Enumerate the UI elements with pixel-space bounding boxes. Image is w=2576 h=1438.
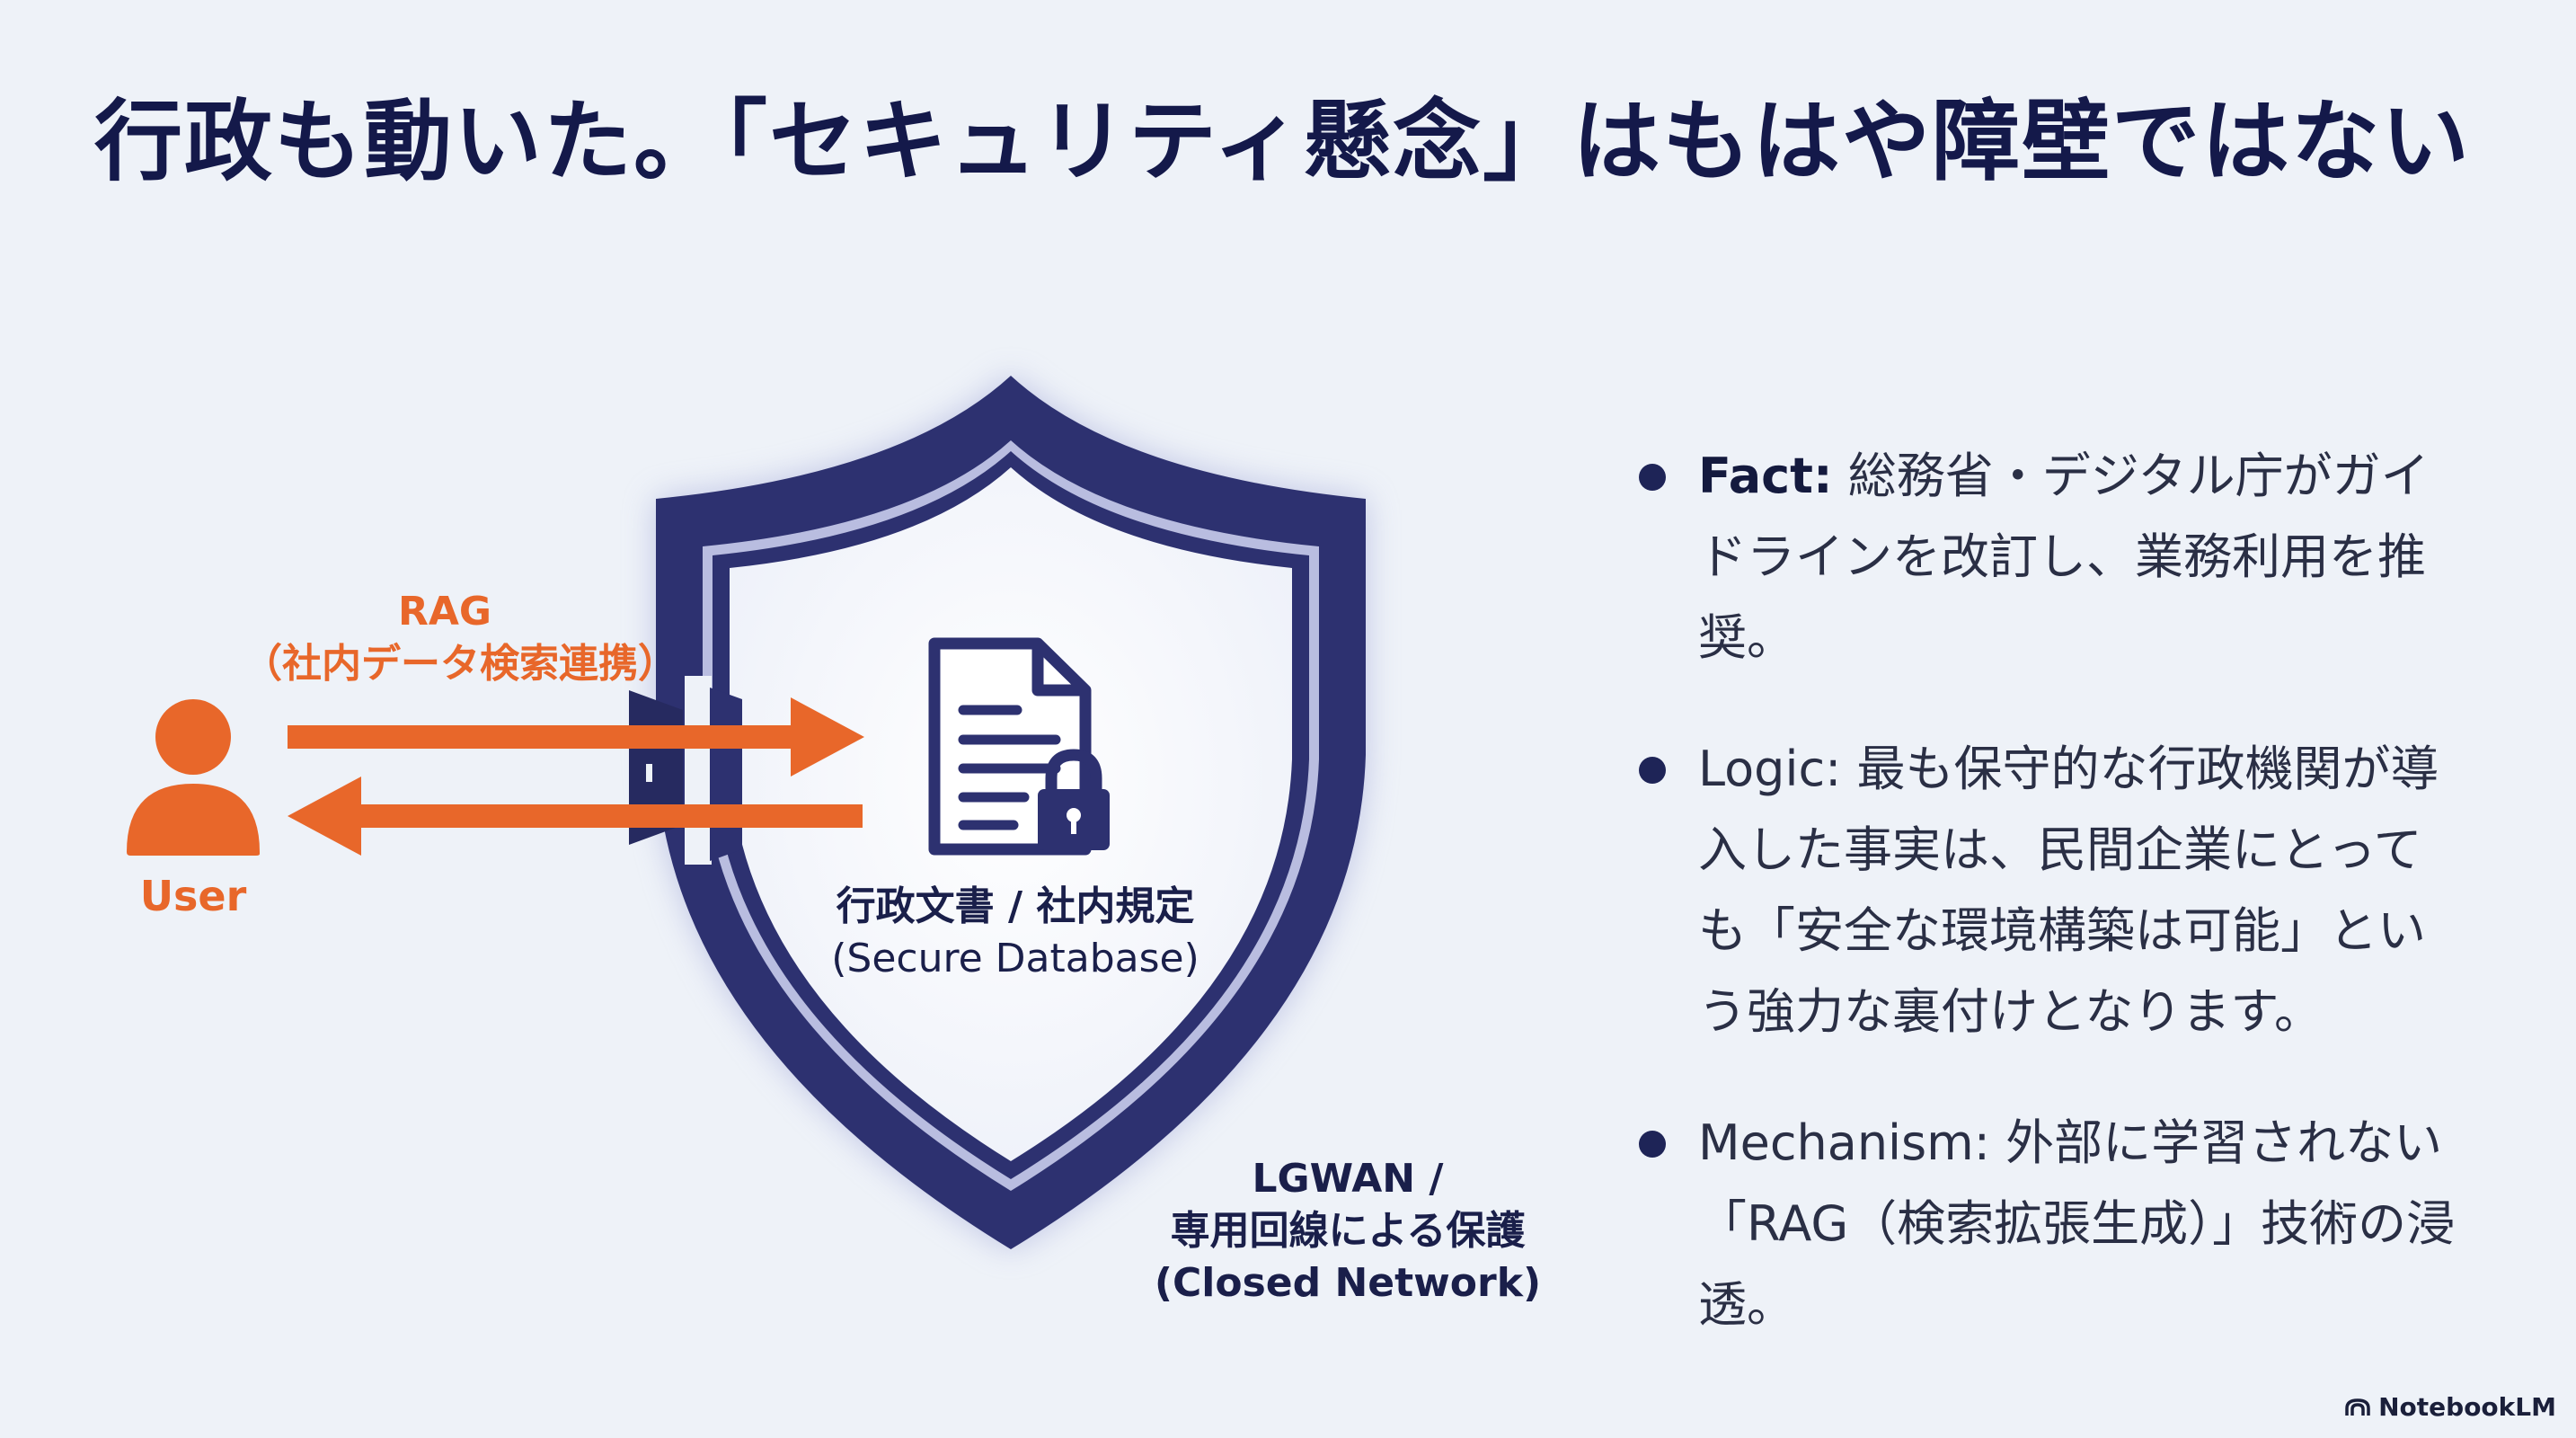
bullet-logic: Logic: 最も保守的な行政機関が導入した事実は、民間企業にとっても「安全な環…	[1635, 729, 2462, 1052]
document-title: 行政文書 / 社内規定	[836, 883, 1195, 929]
document-label: 行政文書 / 社内規定 (Secure Database)	[791, 881, 1240, 985]
network-line-3: (Closed Network)	[1154, 1260, 1542, 1306]
rag-subtitle: （社内データ検索連携）	[243, 641, 677, 687]
bullet-mechanism: Mechanism: 外部に学習されない「RAG（検索拡張生成）」技術の浸透。	[1635, 1103, 2462, 1345]
shield-gap	[685, 676, 712, 865]
user-icon	[127, 699, 260, 856]
bullet-text: 外部に学習されない「RAG（検索拡張生成）」技術の浸透。	[1698, 1114, 2456, 1333]
bullet-list: Fact: 総務省・デジタル庁がガイドラインを改訂し、業務利用を推奨。 Logi…	[1635, 436, 2462, 1396]
slide-title: 行政も動いた。「セキュリティ懸念」はもはや障壁ではない	[94, 91, 2472, 193]
request-arrow	[288, 697, 864, 777]
notebooklm-logo-icon	[2345, 1398, 2370, 1416]
bullet-key: Fact:	[1698, 448, 1833, 504]
rag-label: RAG （社内データ検索連携）	[243, 586, 677, 690]
network-label: LGWAN / 専用回線による保護 (Closed Network)	[1096, 1153, 1599, 1309]
brand-name: NotebookLM	[2378, 1392, 2556, 1422]
security-diagram	[127, 376, 1366, 1249]
rag-title: RAG	[397, 589, 492, 635]
document-lock-icon	[928, 637, 1110, 856]
response-arrow	[288, 777, 863, 856]
user-label: User	[139, 872, 247, 920]
network-line-2: 専用回線による保護	[1170, 1208, 1526, 1254]
document-subtitle: (Secure Database)	[831, 936, 1199, 981]
bullet-fact: Fact: 総務省・デジタル庁がガイドラインを改訂し、業務利用を推奨。	[1635, 436, 2462, 679]
bullet-dot-icon	[1639, 757, 1666, 784]
network-line-1: LGWAN /	[1252, 1156, 1444, 1202]
bullet-text: 総務省・デジタル庁がガイドラインを改訂し、業務利用を推奨。	[1698, 448, 2430, 666]
bullet-dot-icon	[1639, 1131, 1666, 1158]
bullet-key: Mechanism:	[1698, 1114, 1990, 1171]
bullet-key: Logic:	[1698, 741, 1842, 797]
bullet-dot-icon	[1639, 464, 1666, 491]
bullet-text: 最も保守的な行政機関が導入した事実は、民間企業にとっても「安全な環境構築は可能」…	[1698, 741, 2439, 1040]
brand-watermark: NotebookLM	[2344, 1392, 2556, 1422]
